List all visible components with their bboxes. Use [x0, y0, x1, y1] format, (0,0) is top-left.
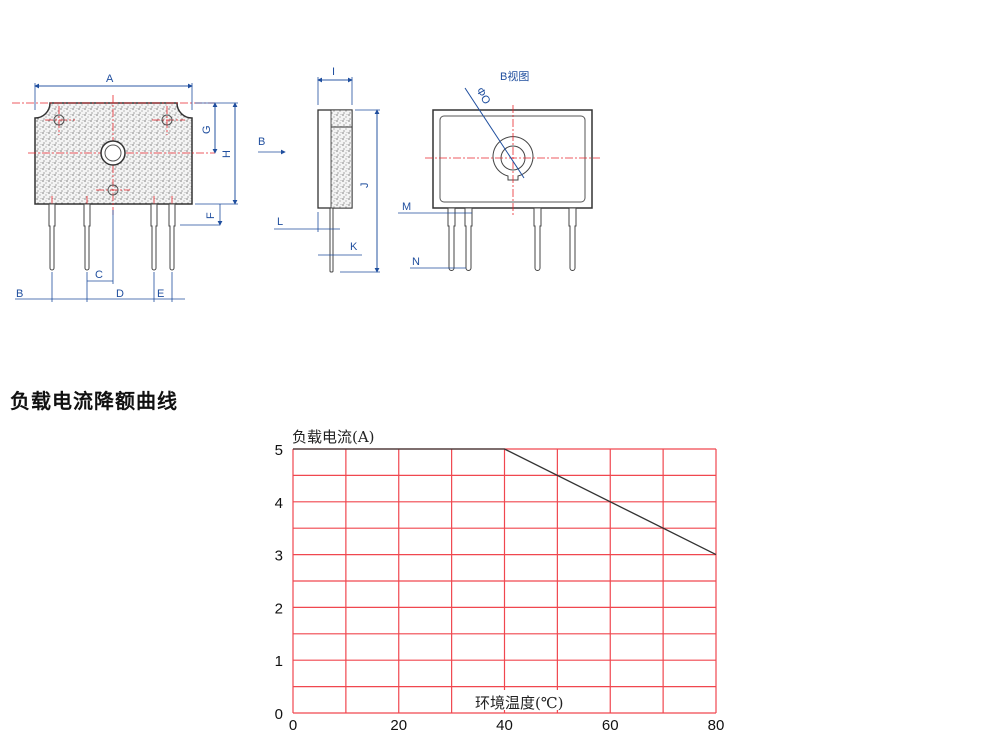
- x-axis-title-bg: [474, 690, 574, 710]
- dim-label-l: L: [277, 216, 283, 228]
- chart-grid: [292, 448, 717, 714]
- front-view: A B C D E F G H B: [12, 73, 286, 302]
- dim-label-f: F: [205, 212, 217, 219]
- side-view: I J K L: [274, 66, 380, 273]
- y-tick-label: 2: [275, 600, 283, 617]
- dim-label-b: B: [16, 288, 23, 300]
- dim-label-m: M: [402, 201, 411, 213]
- dim-label-i: I: [332, 66, 335, 78]
- y-tick-label: 1: [275, 653, 283, 670]
- x-tick-label: 60: [602, 717, 619, 734]
- dim-label-e: E: [157, 288, 164, 300]
- diameter-label: ΦO: [473, 86, 492, 107]
- dim-label-c: C: [95, 269, 103, 281]
- dim-label-j: J: [359, 183, 371, 189]
- chart-series: [293, 448, 717, 556]
- dim-label-k: K: [350, 241, 358, 253]
- view-arrow-label: B: [258, 136, 265, 148]
- x-tick-label: 0: [289, 717, 297, 734]
- y-tick-label: 3: [275, 548, 283, 565]
- dim-label-n: N: [412, 256, 420, 268]
- x-tick-label: 20: [390, 717, 407, 734]
- dim-label-a: A: [106, 73, 114, 85]
- x-tick-labels: 0 20 40 60 80: [289, 717, 725, 734]
- y-tick-label: 5: [275, 442, 283, 459]
- x-tick-label: 80: [708, 717, 725, 734]
- y-axis-title: 负载电流(A): [292, 428, 375, 446]
- y-tick-label: 4: [275, 495, 283, 512]
- b-view: B视图 ΦO M N: [398, 69, 600, 271]
- dim-label-d: D: [116, 288, 124, 300]
- x-tick-label: 40: [496, 717, 513, 734]
- dim-label-h: H: [221, 150, 233, 158]
- y-tick-labels: 0 1 2 3 4 5: [275, 442, 283, 723]
- mechanical-drawing: A B C D E F G H B I J K L: [12, 66, 600, 302]
- section-title: 负载电流降额曲线: [10, 389, 178, 413]
- dim-label-g: G: [201, 125, 213, 134]
- b-view-title: B视图: [500, 69, 529, 83]
- y-tick-label: 0: [275, 706, 283, 723]
- x-axis-title: 环境温度(℃): [475, 694, 563, 712]
- derating-line: [293, 448, 717, 556]
